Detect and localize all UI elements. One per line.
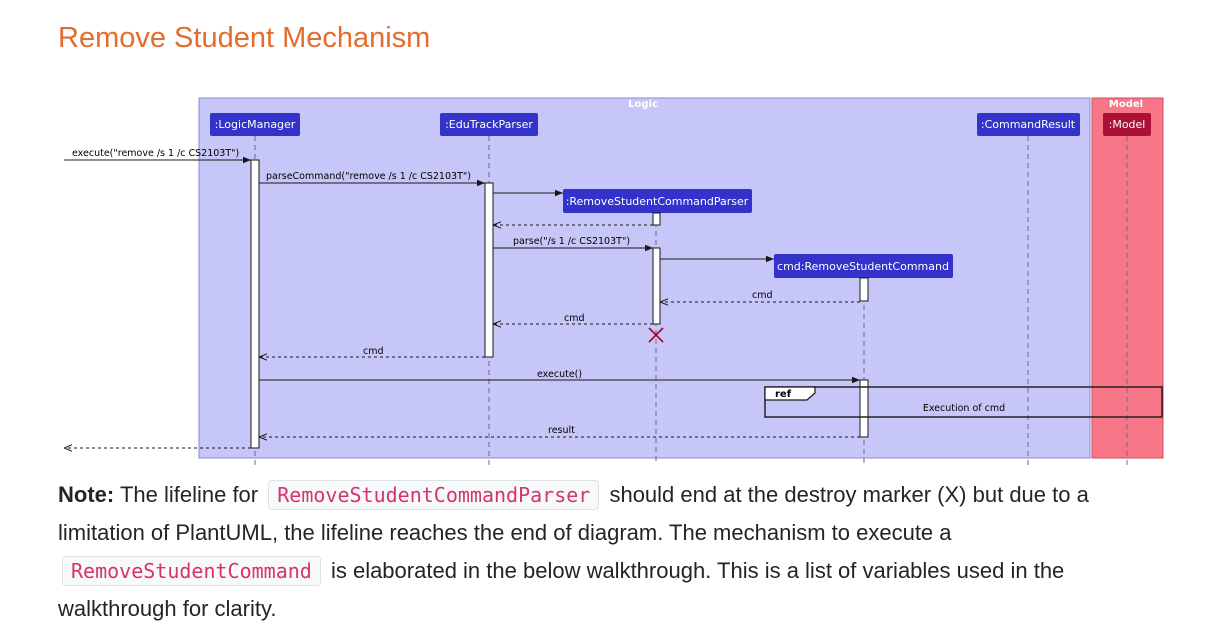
activation-command-1 bbox=[859, 277, 869, 302]
activation-command-parser-1 bbox=[652, 212, 661, 226]
participant-logic-manager bbox=[210, 113, 300, 136]
participant-command-result bbox=[977, 113, 1080, 136]
activation-command-2 bbox=[859, 379, 869, 438]
ref-frame-tag bbox=[764, 386, 816, 401]
participant-model bbox=[1103, 113, 1151, 136]
sequence-diagram: Logic Model :LogicManager :EduTrackParse… bbox=[64, 97, 1164, 465]
message-return-cmd-3-label: cmd bbox=[363, 346, 384, 357]
participant-logic-manager-label: :LogicManager bbox=[215, 118, 296, 131]
participant-parser bbox=[440, 113, 538, 136]
message-result-label: result bbox=[548, 425, 575, 436]
message-return-cmd-1-label: cmd bbox=[752, 290, 773, 301]
note-label: Note: bbox=[58, 482, 115, 507]
logic-box-label: Logic bbox=[628, 99, 658, 110]
model-box-label: Model bbox=[1109, 99, 1143, 110]
page-title: Remove Student Mechanism bbox=[58, 22, 431, 54]
participant-command bbox=[774, 254, 953, 278]
message-parse-label: parse("/s 1 /c CS2103T") bbox=[513, 236, 630, 247]
activation-logic-manager bbox=[250, 159, 260, 449]
note-paragraph: Note: The lifeline for RemoveStudentComm… bbox=[58, 476, 1168, 628]
message-execute-input-label: execute("remove /s 1 /c CS2103T") bbox=[72, 148, 239, 159]
message-execute-label: execute() bbox=[537, 369, 582, 380]
participant-command-parser-label: :RemoveStudentCommandParser bbox=[566, 195, 749, 208]
participant-command-parser bbox=[563, 189, 752, 213]
ref-frame-tag-label: ref bbox=[775, 389, 792, 400]
message-return-cmd-2-label: cmd bbox=[564, 313, 585, 324]
participant-command-label: cmd:RemoveStudentCommand bbox=[777, 260, 949, 273]
note-text-2: should end at the destroy marker (X) but… bbox=[58, 482, 1089, 545]
participant-command-result-label: :CommandResult bbox=[981, 118, 1076, 131]
ref-frame-text: Execution of cmd bbox=[923, 403, 1005, 414]
destroy-marker bbox=[648, 327, 664, 343]
activation-command-parser-2 bbox=[652, 247, 661, 325]
message-parse-command-label: parseCommand("remove /s 1 /c CS2103T") bbox=[266, 171, 471, 182]
code-remove-student-command-parser: RemoveStudentCommandParser bbox=[268, 480, 600, 510]
note-text-3: is elaborated in the below walkthrough. … bbox=[58, 558, 1065, 621]
ref-frame bbox=[764, 386, 1163, 418]
participant-parser-label: :EduTrackParser bbox=[445, 118, 533, 131]
code-remove-student-command: RemoveStudentCommand bbox=[62, 556, 321, 586]
participant-model-label: :Model bbox=[1109, 118, 1146, 131]
activation-parser bbox=[484, 182, 494, 358]
note-text-1: The lifeline for bbox=[119, 482, 259, 507]
